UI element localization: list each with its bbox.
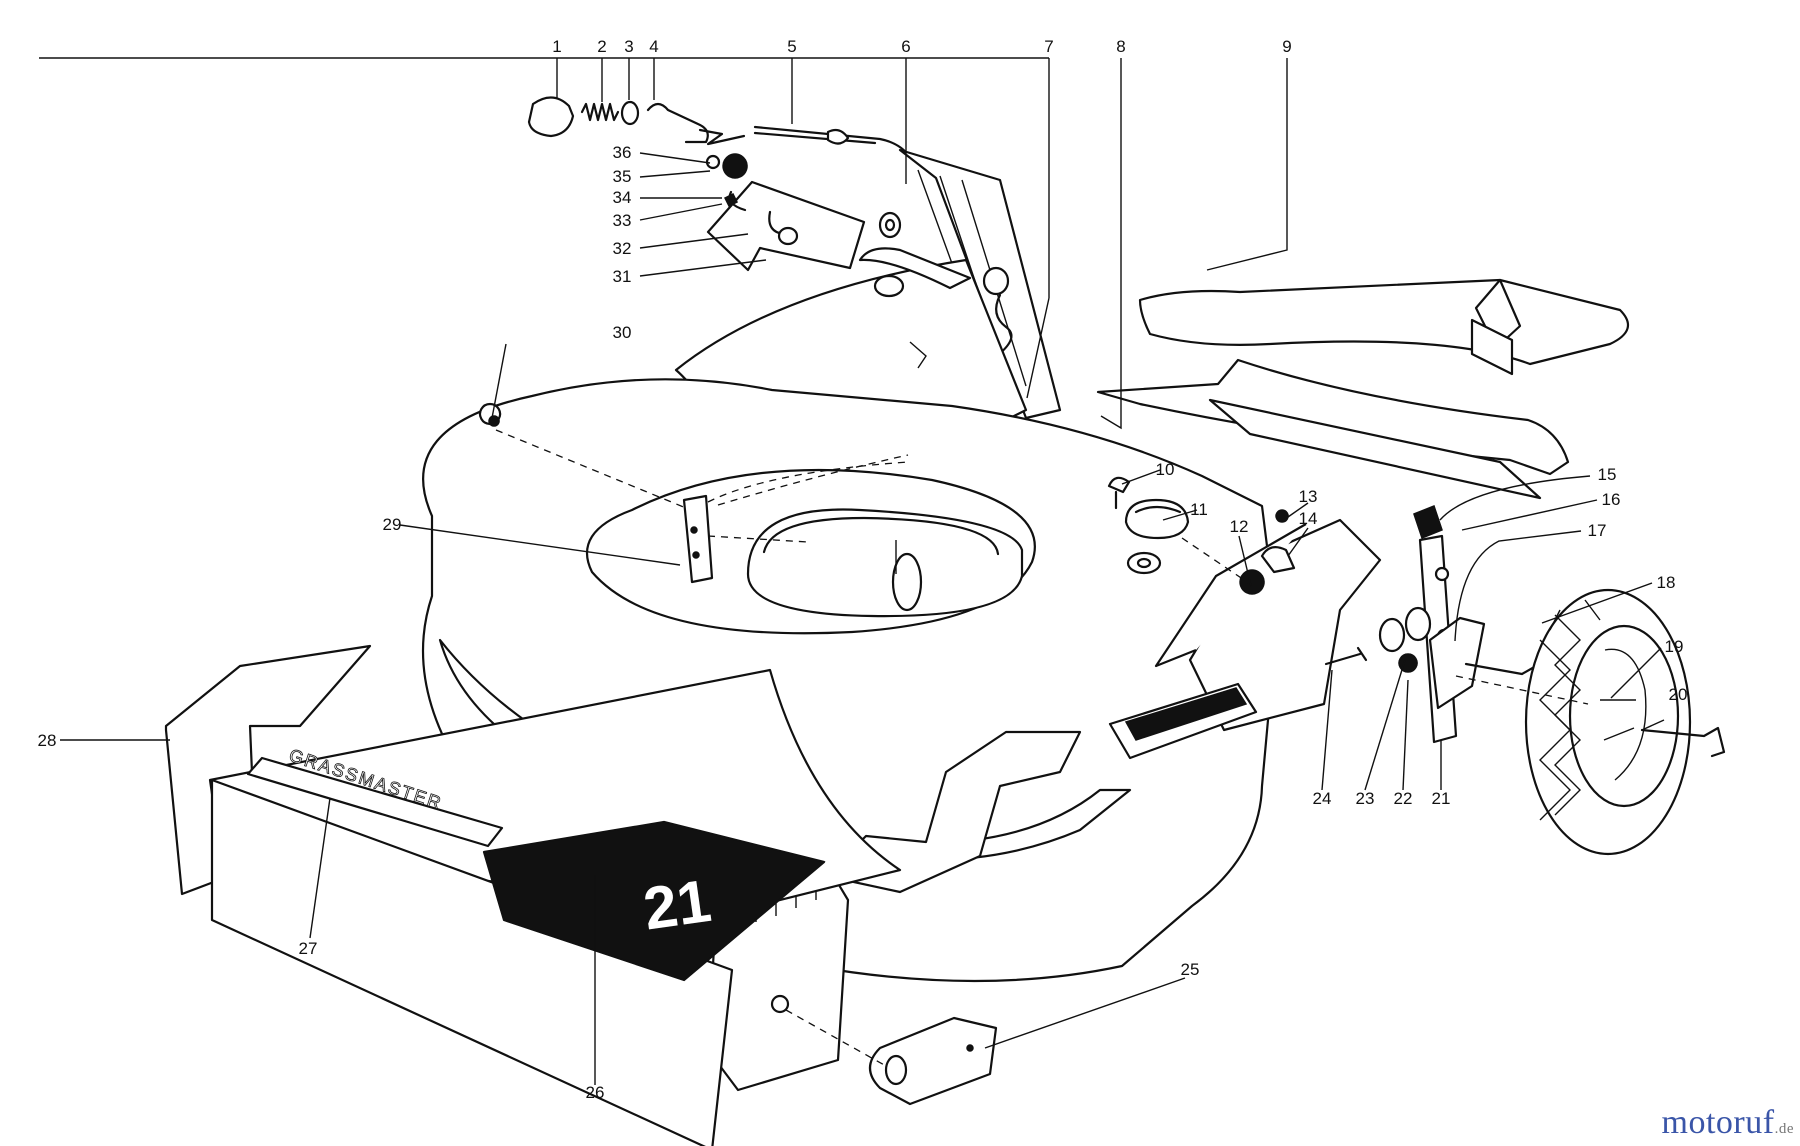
- front-height-bracket: [785, 1009, 998, 1106]
- callout-5: 5: [787, 37, 796, 56]
- callout-labels: 1 2 3 4 5 6 7 8 9 10 11 12 13 14 15 16 1…: [38, 37, 1688, 1102]
- callout-12: 12: [1230, 517, 1249, 536]
- callout-14: 14: [1299, 509, 1318, 528]
- part-knob: [527, 96, 575, 138]
- callout-19: 19: [1665, 637, 1684, 656]
- callout-21: 21: [1432, 789, 1451, 808]
- part-link: [646, 102, 709, 144]
- callout-18: 18: [1657, 573, 1676, 592]
- callout-4: 4: [649, 37, 658, 56]
- deck-hardware: [478, 402, 1296, 595]
- part-height-knob: [1413, 505, 1443, 539]
- part-washer-small: [705, 154, 721, 170]
- leader-lines: [39, 57, 1665, 1085]
- callout-35: 35: [613, 167, 632, 186]
- tire-tread: [1539, 599, 1601, 821]
- callout-31: 31: [613, 267, 632, 286]
- callout-32: 32: [613, 239, 632, 258]
- rear-deflector-parts: [1096, 278, 1630, 500]
- part-spacer-a: [1378, 617, 1406, 653]
- part-rear-shield: [1138, 278, 1630, 366]
- callout-26: 26: [586, 1083, 605, 1102]
- part-nut-12: [1239, 569, 1265, 595]
- callout-3: 3: [624, 37, 633, 56]
- part-bolt-24: [1324, 646, 1368, 666]
- callout-22: 22: [1394, 789, 1413, 808]
- callout-23: 23: [1356, 789, 1375, 808]
- callout-11: 11: [1190, 500, 1208, 519]
- part-clip-14: [1260, 545, 1296, 574]
- callout-13: 13: [1299, 487, 1318, 506]
- handle-bracket-assembly: [527, 96, 1062, 420]
- part-spring: [580, 102, 620, 122]
- part-bolt-head: [982, 266, 1010, 296]
- callout-28: 28: [38, 731, 57, 750]
- callout-34: 34: [613, 188, 632, 207]
- callout-8: 8: [1116, 37, 1125, 56]
- callout-29: 29: [383, 515, 402, 534]
- part-rear-flap: [1096, 358, 1570, 476]
- callout-36: 36: [613, 143, 632, 162]
- part-nut-22: [1398, 653, 1418, 673]
- callout-15: 15: [1598, 465, 1617, 484]
- callout-7: 7: [1044, 37, 1053, 56]
- part-hubcap: [1568, 624, 1680, 808]
- callout-2: 2: [597, 37, 606, 56]
- callout-25: 25: [1181, 960, 1200, 979]
- part-screw-13: [1275, 509, 1289, 523]
- watermark-tld: .de: [1774, 1121, 1794, 1137]
- front-bumper: GRASSMASTER 21: [164, 644, 902, 1146]
- callout-10: 10: [1156, 460, 1175, 479]
- size-decal: 21: [639, 867, 714, 943]
- callout-16: 16: [1602, 490, 1621, 509]
- handle-plate: [898, 148, 1062, 420]
- callout-1: 1: [552, 37, 561, 56]
- wheel-assembly: [1181, 505, 1726, 856]
- part-spacer-b: [1404, 606, 1432, 642]
- part-height-plate-29: [682, 494, 714, 584]
- watermark-name: motoruf: [1661, 1104, 1775, 1141]
- callout-27: 27: [299, 939, 318, 958]
- part-washer: [620, 100, 640, 126]
- callout-20: 20: [1669, 685, 1688, 704]
- callout-30: 30: [613, 323, 632, 342]
- callout-6: 6: [901, 37, 910, 56]
- part-axle-20: [1640, 726, 1726, 758]
- part-control-bracket: [706, 180, 866, 272]
- callout-9: 9: [1282, 37, 1291, 56]
- part-wheel-bracket: [1428, 616, 1486, 710]
- part-gas-cap: [1124, 498, 1190, 540]
- callout-24: 24: [1313, 789, 1332, 808]
- watermark-logo: motoruf.de: [1662, 1104, 1794, 1142]
- callout-17: 17: [1588, 521, 1607, 540]
- callout-33: 33: [613, 211, 632, 230]
- part-nut: [722, 153, 748, 179]
